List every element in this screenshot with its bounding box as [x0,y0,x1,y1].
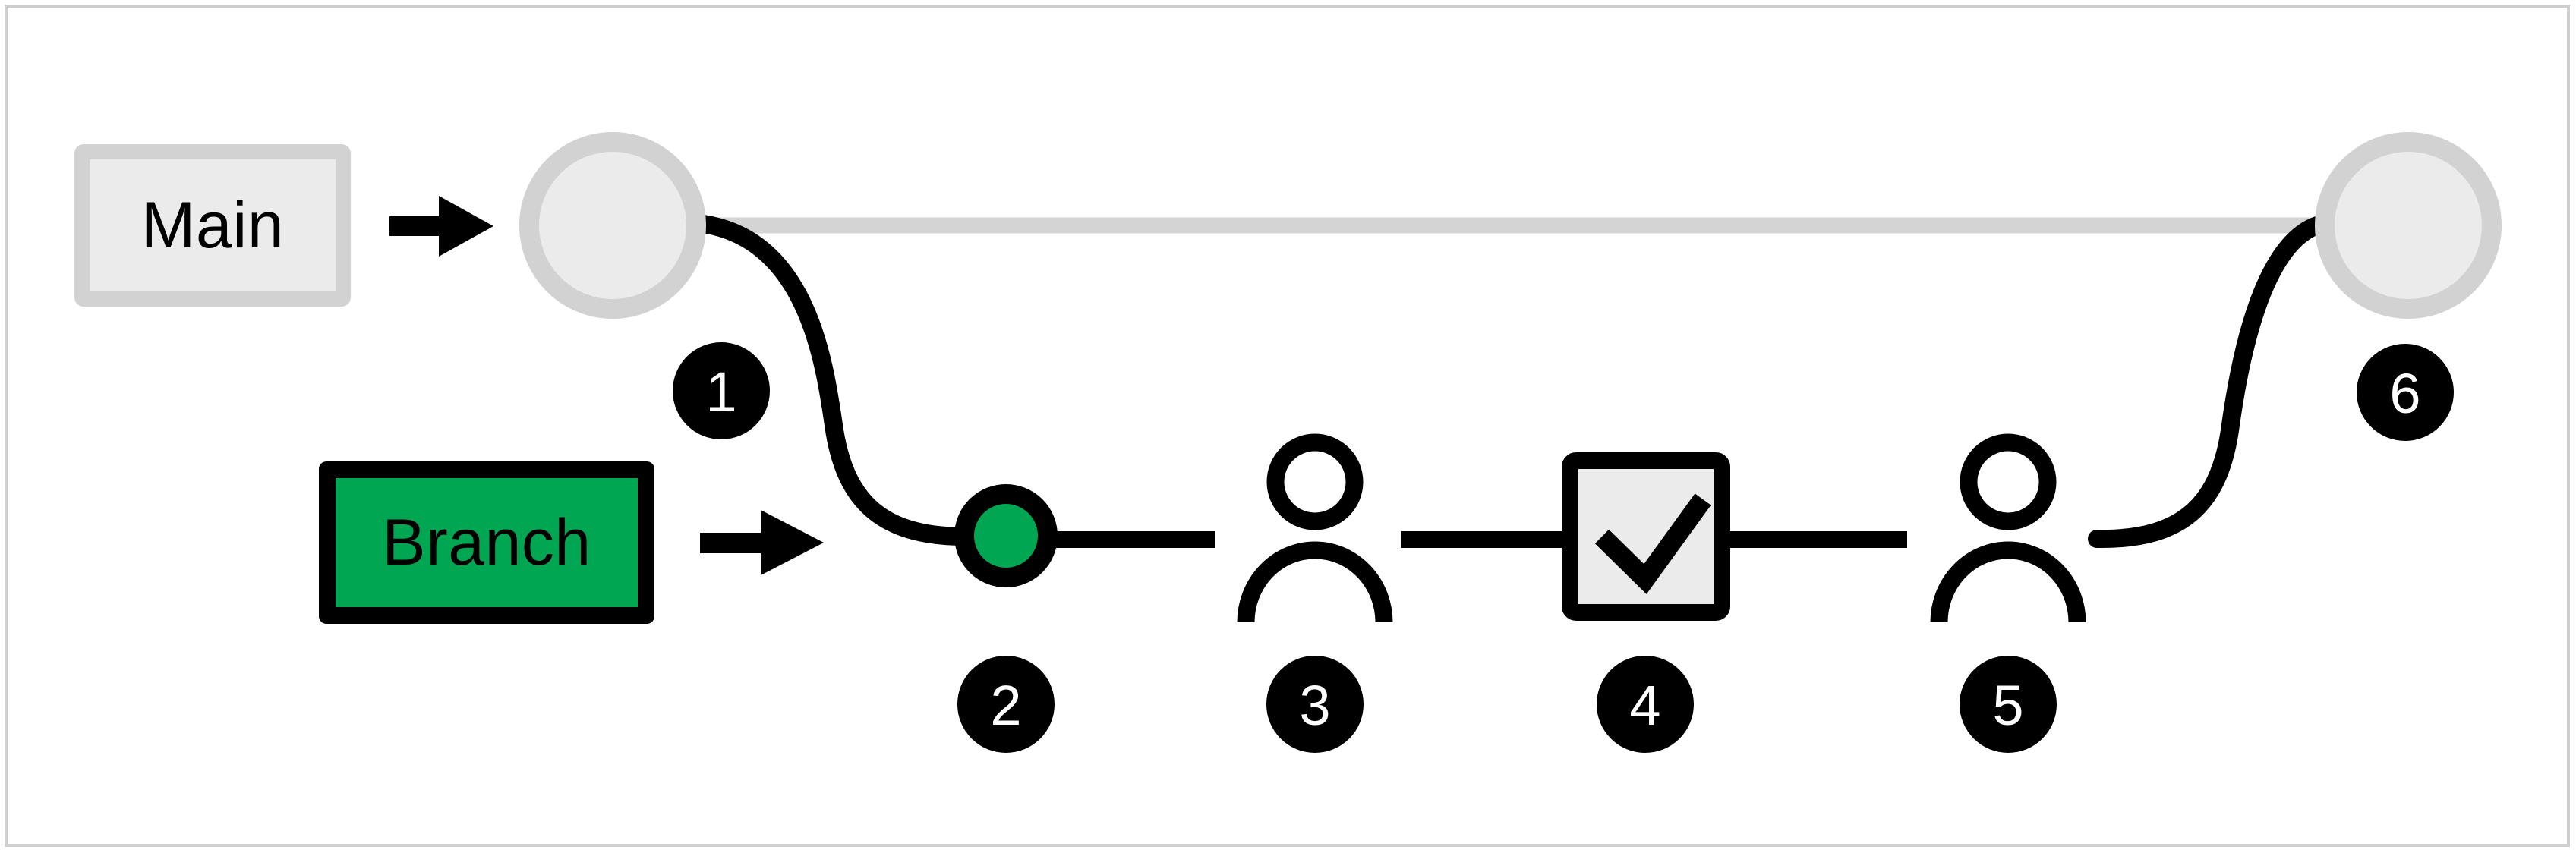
main-merge-commit-node[interactable] [2315,132,2502,319]
main-start-commit-node[interactable] [519,132,706,319]
main-label-text: Main [140,188,285,262]
step-badge-5[interactable] [1960,656,2057,753]
branch-arrow [700,510,824,575]
person-icon[interactable] [1237,433,1393,623]
step-badge-6[interactable] [2357,344,2454,441]
branch-out-curve [678,213,972,546]
main-label-box[interactable]: Main [74,144,351,307]
branch-label-text: Branch [382,505,591,579]
branch-merge-curve [2088,213,2340,549]
person-icon[interactable] [1930,433,2086,623]
step-badge-4[interactable] [1597,656,1694,753]
checkbox-check-icon[interactable] [1562,452,1730,621]
branch-commit-node[interactable] [954,484,1058,587]
step-badge-2[interactable] [957,656,1055,753]
step-badge-1[interactable] [673,342,770,439]
branch-label-box[interactable]: Branch [319,461,654,624]
step-badge-3[interactable] [1266,656,1364,753]
main-arrow [389,196,493,257]
